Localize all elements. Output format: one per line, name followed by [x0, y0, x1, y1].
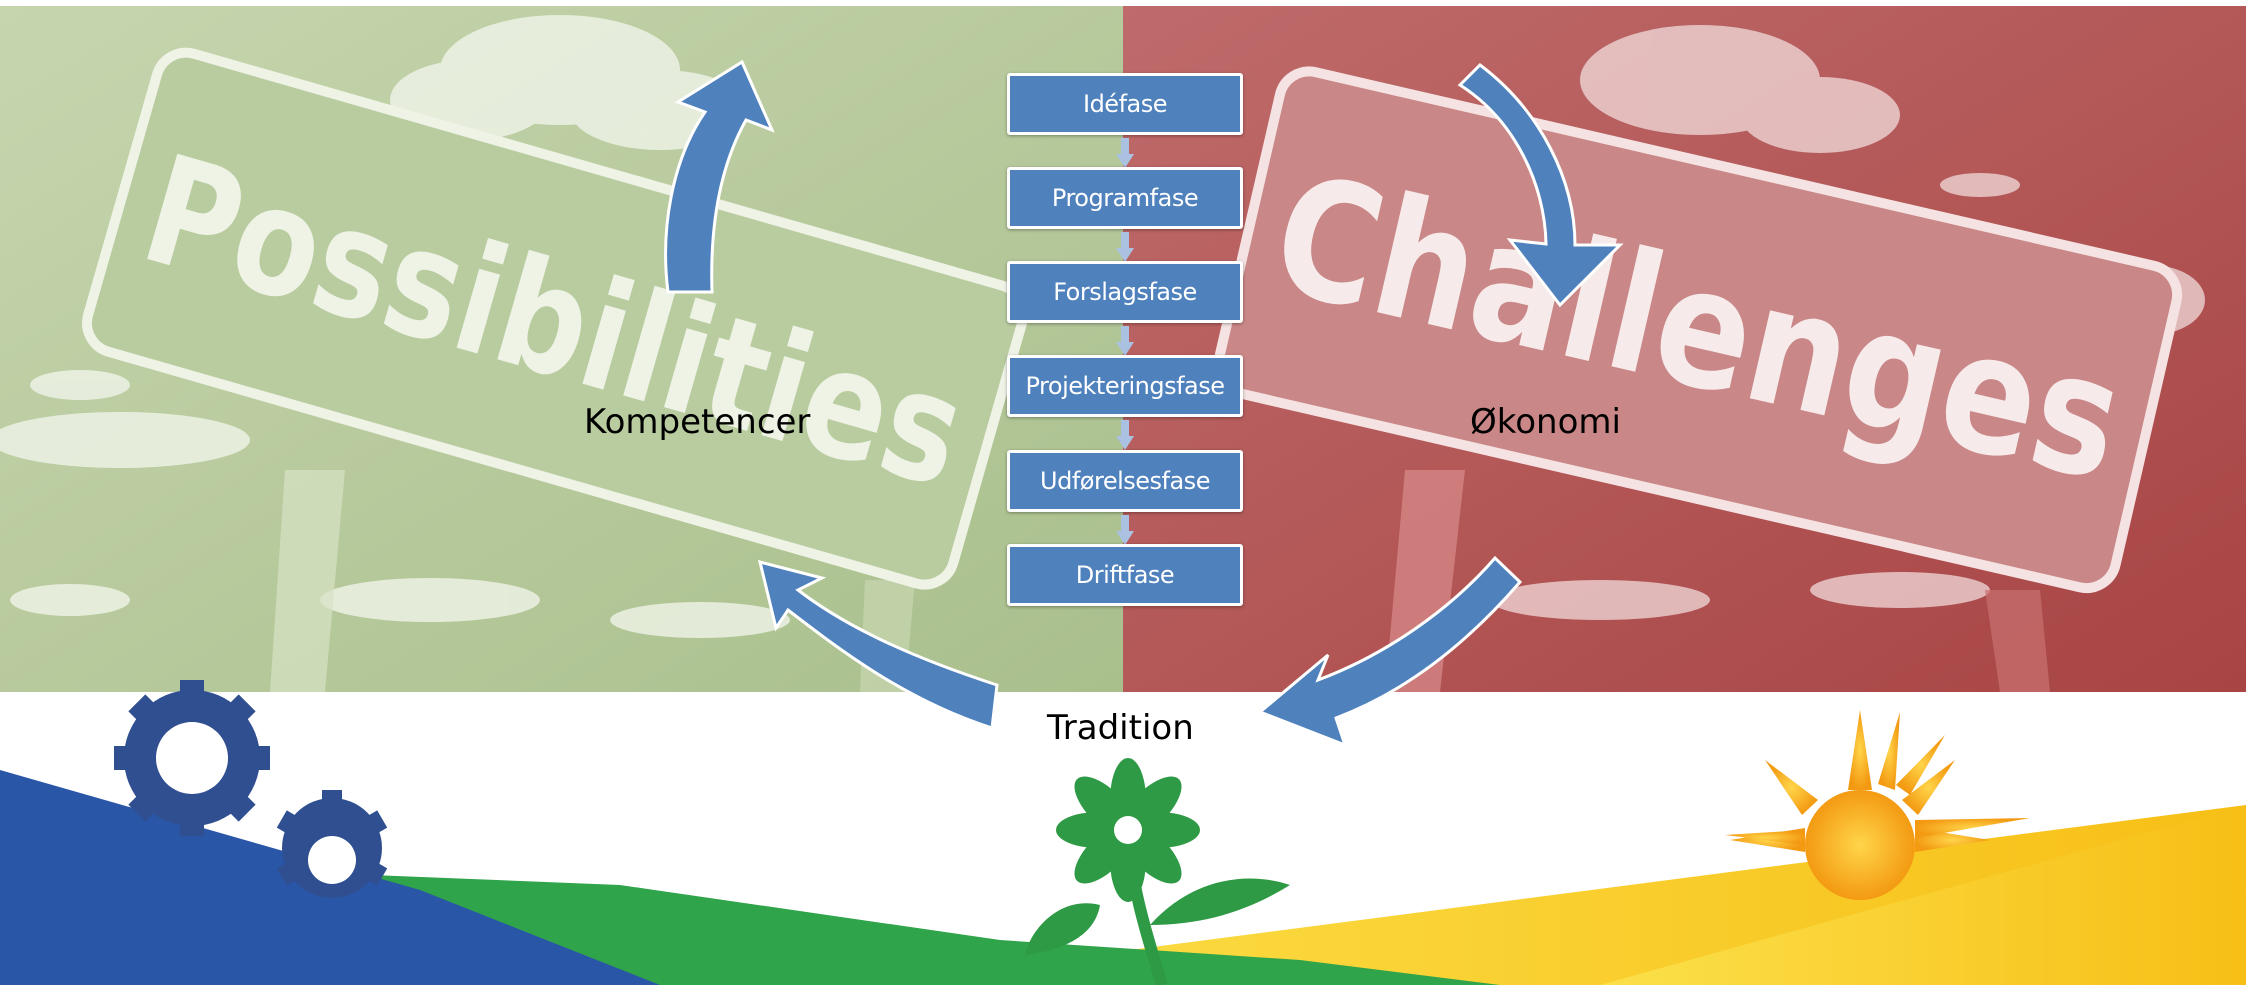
- phase-label: Programfase: [1051, 184, 1199, 212]
- sun-hill-overlay: [1600, 805, 2246, 985]
- phase-label: Idéfase: [1082, 90, 1168, 118]
- label-kompetencer: Kompetencer: [584, 402, 811, 442]
- arrow-down-left: [1257, 555, 1523, 748]
- phase-label: Forslagsfase: [1053, 278, 1197, 306]
- phase-connector-arrow: [1116, 515, 1134, 545]
- phase-connector-arrow: [1116, 326, 1134, 356]
- gear-large: [114, 680, 270, 836]
- phase-connector-arrow: [1116, 420, 1134, 450]
- arrow-up-left-bottom: [757, 559, 999, 730]
- cycle-arrows: [664, 59, 1624, 748]
- phase-box-programfase: Programfase: [1007, 167, 1243, 229]
- label-okonomi: Økonomi: [1470, 402, 1621, 442]
- phase-box-driftfase: Driftfase: [1007, 544, 1243, 606]
- gear-small: [276, 790, 388, 898]
- phase-connector-arrow: [1116, 232, 1134, 262]
- phase-label: Driftfase: [1075, 561, 1175, 589]
- phase-box-forslagsfase: Forslagsfase: [1007, 261, 1243, 323]
- phase-box-projekteringsfase: Projekteringsfase: [1007, 355, 1243, 417]
- phase-box-udforelsesfase: Udførelsesfase: [1007, 450, 1243, 512]
- flower: [1025, 758, 1290, 987]
- phase-label: Udførelsesfase: [1040, 467, 1210, 495]
- phase-box-idefase: Idéfase: [1007, 73, 1243, 135]
- arrow-down-right: [1457, 63, 1624, 308]
- phase-label: Projekteringsfase: [1025, 372, 1226, 400]
- arrow-up-left: [664, 59, 775, 294]
- sun: [1725, 710, 2030, 900]
- label-tradition: Tradition: [1047, 708, 1194, 748]
- phase-connector-arrow: [1116, 138, 1134, 168]
